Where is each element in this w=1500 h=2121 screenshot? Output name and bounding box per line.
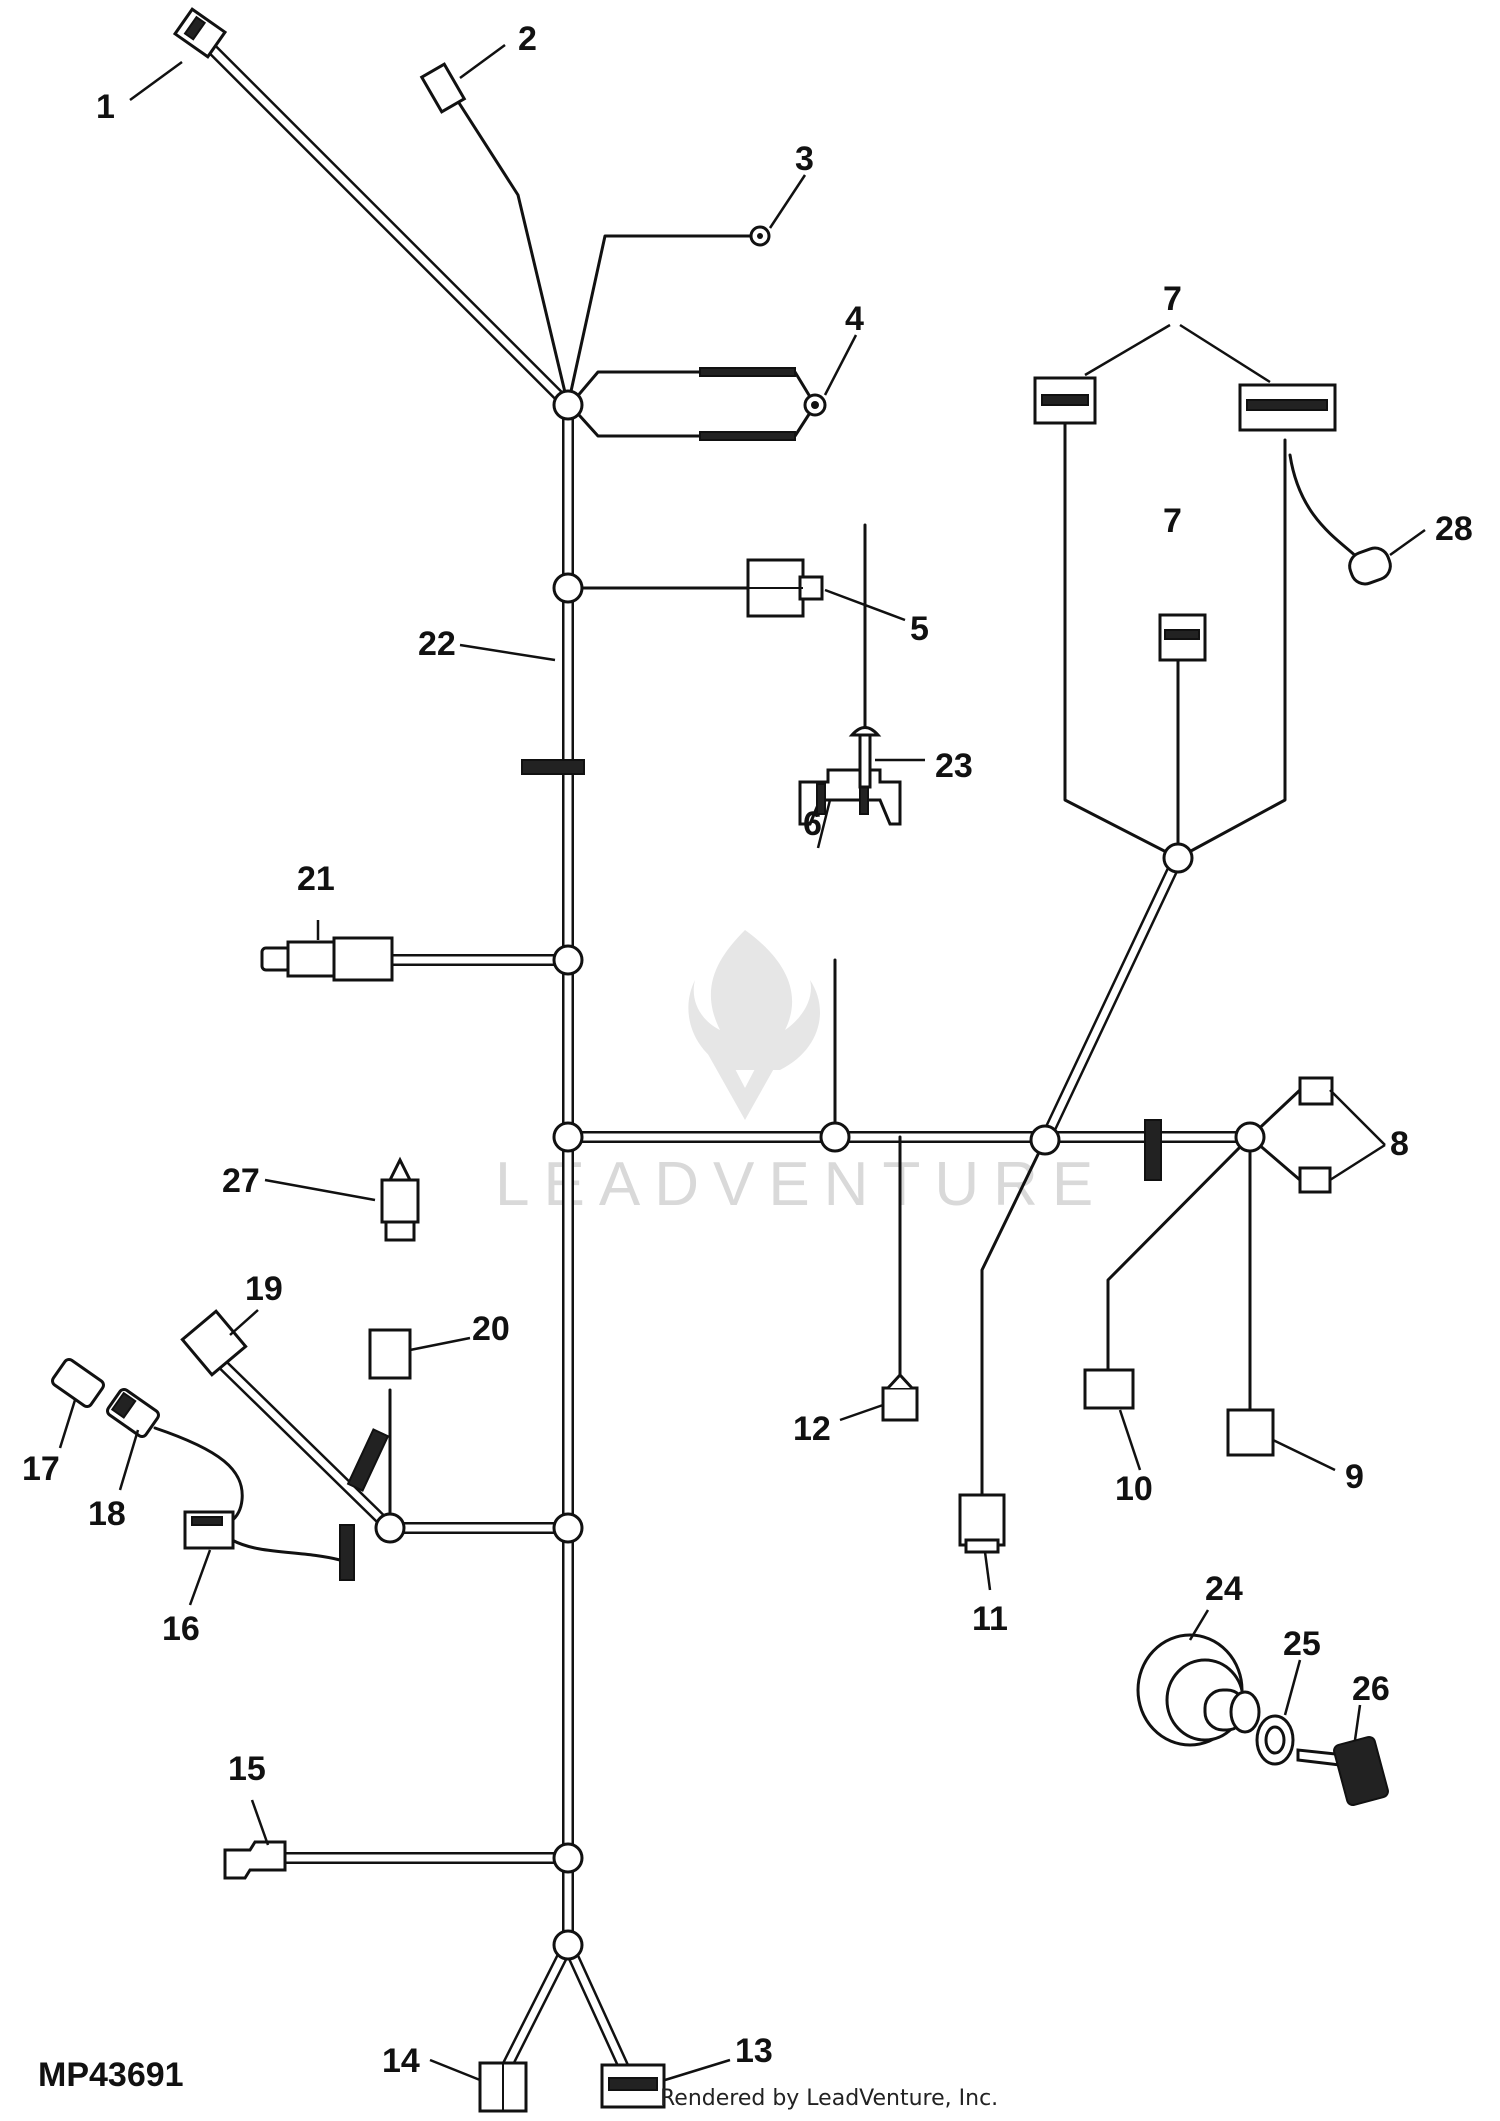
watermark-v-logo xyxy=(700,1040,790,1120)
part-18-connector xyxy=(106,1387,160,1439)
part-5-connector xyxy=(746,558,824,618)
callout-23: 23 xyxy=(935,747,973,785)
callout-7-middle: 7 xyxy=(1163,502,1182,540)
callout-9: 9 xyxy=(1345,1458,1364,1496)
inline-fuse-holders xyxy=(339,759,1162,1581)
callout-12: 12 xyxy=(793,1410,831,1448)
callout-5: 5 xyxy=(910,610,929,648)
callout-19: 19 xyxy=(245,1270,283,1308)
part-19-connector xyxy=(180,1309,248,1377)
part-25-nut xyxy=(1255,1714,1295,1766)
callout-28: 28 xyxy=(1435,510,1473,548)
part-20-connector xyxy=(368,1328,412,1380)
callout-27: 27 xyxy=(222,1162,260,1200)
watermark: LEADVENTURE xyxy=(495,930,1107,1219)
part-17-connector xyxy=(51,1357,105,1409)
callout-21: 21 xyxy=(297,860,335,898)
part-27-sensor xyxy=(380,1156,420,1242)
callout-2: 2 xyxy=(518,20,537,58)
part-8-connectors xyxy=(1298,1076,1334,1194)
part-7-connector-left xyxy=(1033,376,1097,425)
part-10-connector xyxy=(1083,1368,1135,1410)
part-9-connector xyxy=(1226,1408,1275,1457)
callout-13: 13 xyxy=(735,2032,773,2070)
part-16-connector xyxy=(183,1510,235,1550)
drawing-id: MP43691 xyxy=(38,2056,184,2094)
part-24-ignition-switch xyxy=(1136,1633,1261,1747)
callout-3: 3 xyxy=(795,140,814,178)
callout-11: 11 xyxy=(972,1600,1008,1638)
part-13-connector xyxy=(600,2063,666,2109)
callout-6: 6 xyxy=(803,805,822,843)
callout-14: 14 xyxy=(382,2042,420,2080)
watermark-flame-logo xyxy=(688,930,820,1070)
callout-17: 17 xyxy=(22,1450,60,1488)
part-21-switch xyxy=(260,936,394,982)
harness-junctions xyxy=(374,389,1266,1961)
callout-22: 22 xyxy=(418,625,456,663)
part-7-connector-middle xyxy=(1158,613,1207,662)
callout-leaders xyxy=(58,43,1426,2082)
callout-16: 16 xyxy=(162,1610,200,1648)
part-1-connector xyxy=(172,7,228,59)
part-23-bolt xyxy=(848,726,882,789)
part-2-connector xyxy=(419,62,467,114)
callout-1: 1 xyxy=(96,88,115,126)
render-credit: Rendered by LeadVenture, Inc. xyxy=(660,2086,998,2111)
main-harness-trunk xyxy=(199,36,1251,2076)
callout-26: 26 xyxy=(1352,1670,1390,1708)
callout-25: 25 xyxy=(1283,1625,1321,1663)
callout-4: 4 xyxy=(845,300,864,338)
part-15-bracket xyxy=(223,1840,287,1880)
part-6-bracket xyxy=(798,768,902,826)
callout-24: 24 xyxy=(1205,1570,1243,1608)
part-12-connector xyxy=(881,1372,919,1422)
callout-8: 8 xyxy=(1390,1125,1409,1163)
callout-15: 15 xyxy=(228,1750,266,1788)
watermark-text: LEADVENTURE xyxy=(495,1150,1107,1219)
part-14-connector xyxy=(478,2061,528,2113)
part-28-connector xyxy=(1348,546,1392,586)
part-3-ring-terminal xyxy=(749,225,771,247)
callout-10: 10 xyxy=(1115,1470,1153,1508)
callout-18: 18 xyxy=(88,1495,126,1533)
part-4-ring-terminal xyxy=(699,367,827,441)
callout-labels: 1 2 3 4 5 6 7 7 8 9 10 11 12 13 14 15 16… xyxy=(22,20,1473,2080)
part-26-key xyxy=(1296,1735,1389,1807)
callout-20: 20 xyxy=(472,1310,510,1348)
part-11-connector xyxy=(958,1493,1006,1554)
part-7-connector-right xyxy=(1238,383,1337,432)
callout-7-top: 7 xyxy=(1163,280,1182,318)
